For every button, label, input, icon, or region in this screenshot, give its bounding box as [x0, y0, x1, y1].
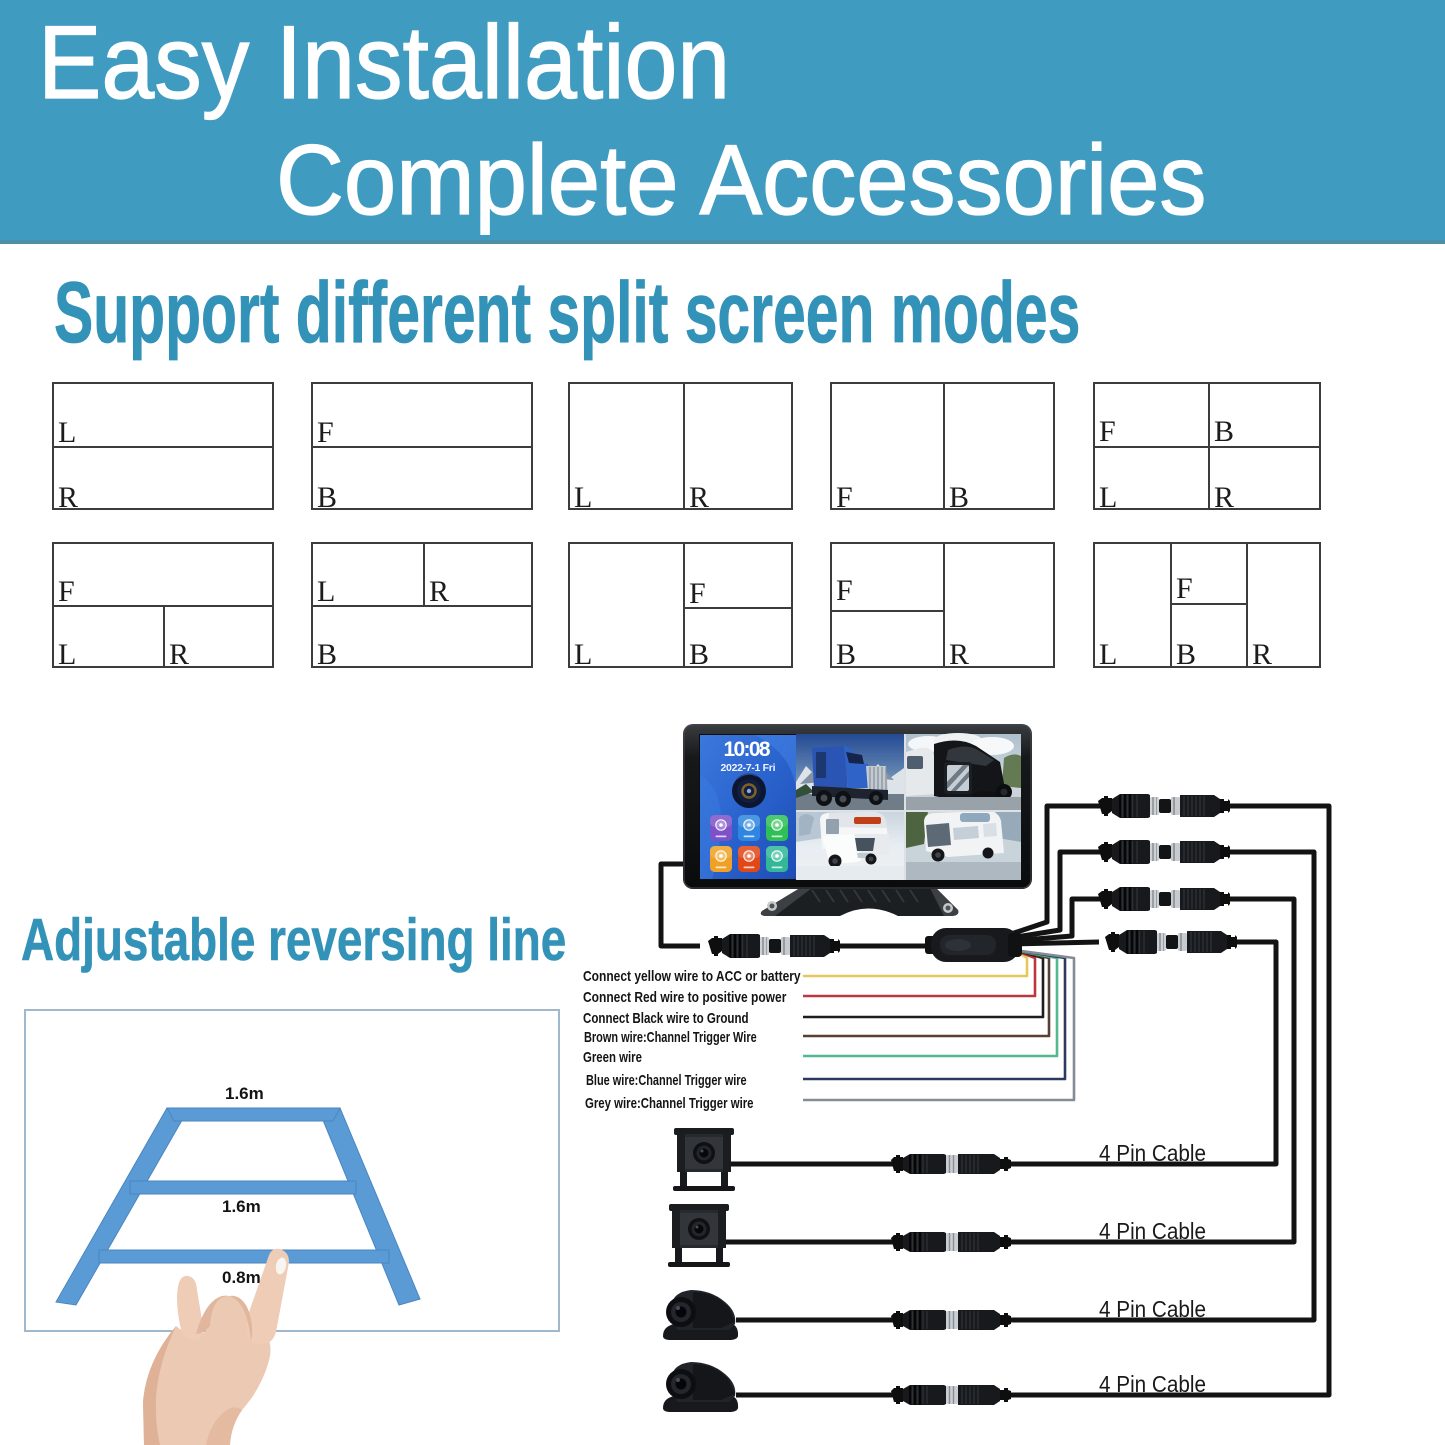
svg-text:2022-7-1 Fri: 2022-7-1 Fri	[721, 762, 776, 774]
svg-text:10:08: 10:08	[724, 738, 771, 761]
